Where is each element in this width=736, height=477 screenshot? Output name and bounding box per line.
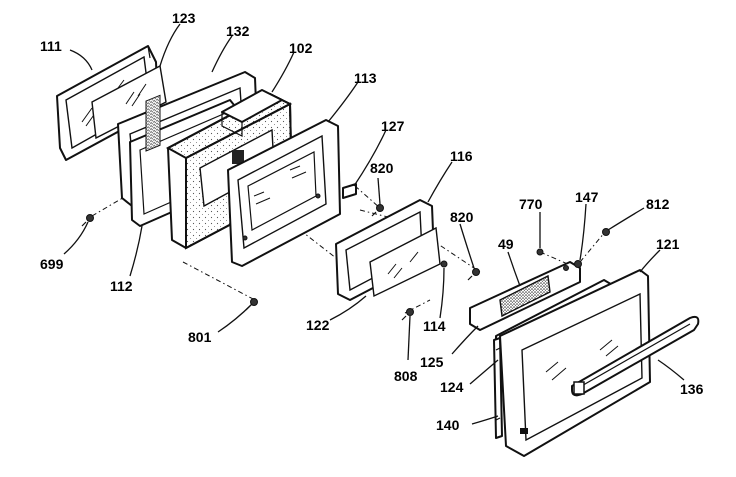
screw-147	[563, 260, 582, 271]
callout-808: 808	[394, 368, 418, 384]
callout-124: 124	[440, 379, 464, 395]
leader-lines	[63, 23, 685, 425]
part-140-outer-door-side	[493, 337, 503, 439]
callout-111: 111	[40, 38, 62, 54]
callout-102: 102	[289, 40, 313, 56]
callout-132: 132	[226, 23, 250, 39]
callout-770: 770	[519, 196, 543, 212]
screw-770	[536, 248, 544, 256]
callout-labels: 111 123 132 102 113 127 820 116 820 699 …	[40, 10, 704, 433]
callout-127: 127	[381, 118, 405, 134]
callout-113: 113	[354, 70, 377, 86]
callout-820-upper: 820	[370, 160, 394, 176]
part-114-window-glass	[369, 226, 441, 298]
callout-699: 699	[40, 256, 64, 272]
clip-114	[440, 260, 448, 268]
screw-812	[602, 228, 610, 236]
callout-122: 122	[306, 317, 330, 333]
part-113-inner-door-panel	[227, 119, 341, 267]
callout-125: 125	[420, 354, 444, 370]
callout-116: 116	[450, 148, 473, 164]
callout-801: 801	[188, 329, 212, 345]
callout-812: 812	[646, 196, 670, 212]
screw-808	[401, 308, 414, 321]
part-116-window-pack-frame	[335, 199, 435, 301]
screw-820b	[467, 268, 480, 281]
fasteners	[81, 204, 610, 321]
callout-147: 147	[575, 189, 599, 205]
screw-820a	[371, 204, 384, 217]
part-136-door-handle	[571, 315, 700, 397]
callout-820-lower: 820	[450, 209, 474, 225]
callout-121: 121	[656, 236, 680, 252]
callout-123: 123	[172, 10, 196, 26]
callout-114: 114	[423, 318, 446, 334]
callout-112: 112	[110, 278, 133, 294]
callout-140: 140	[436, 417, 460, 433]
callout-49: 49	[498, 236, 514, 252]
part-123-glass-panel	[91, 64, 167, 140]
part-127-bracket	[342, 183, 357, 199]
part-121-outer-door-panel	[499, 269, 651, 457]
screw-699	[81, 214, 94, 227]
part-49-vent-filter	[499, 274, 551, 318]
callout-136: 136	[680, 381, 704, 397]
